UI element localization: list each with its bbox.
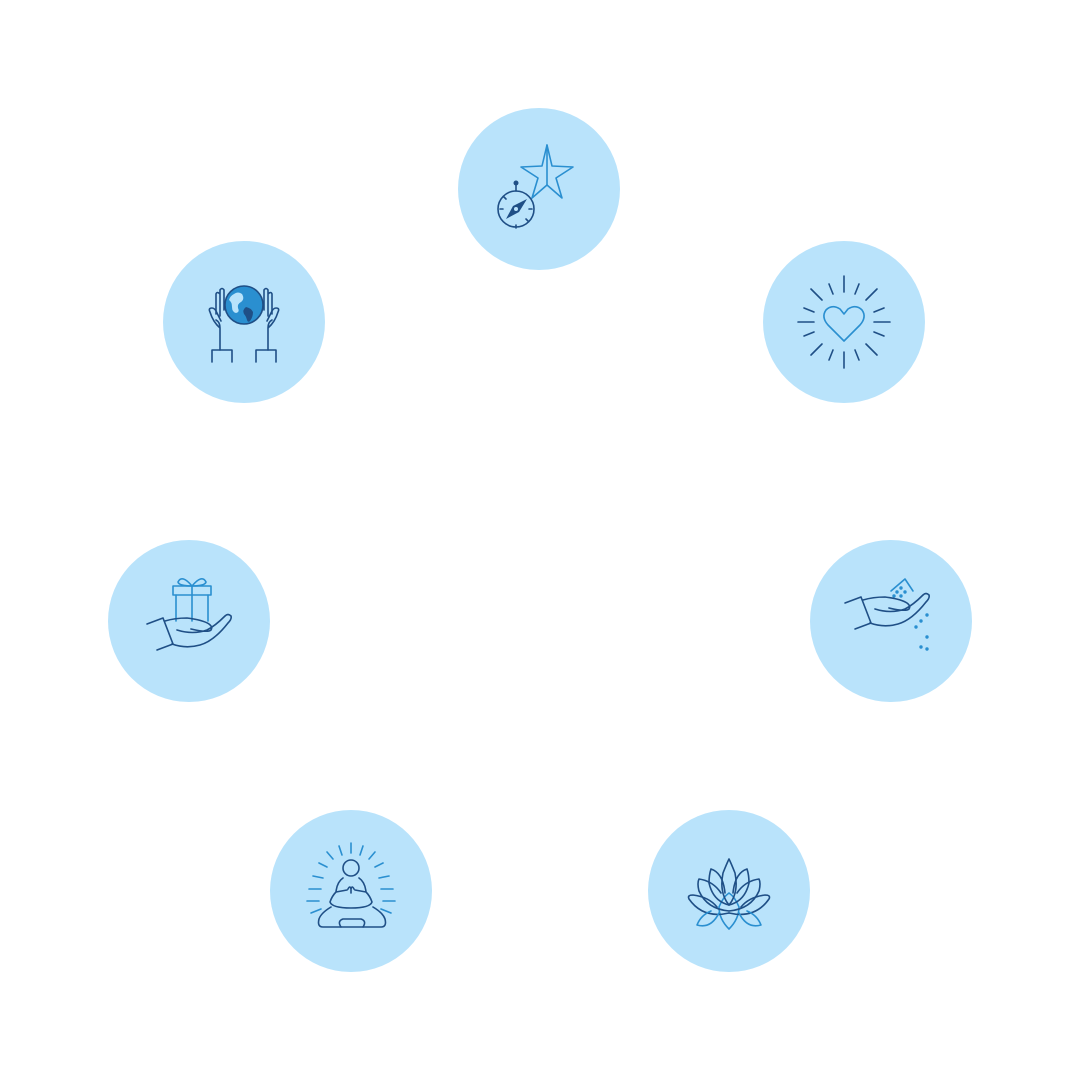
meditation-bubble <box>270 810 432 972</box>
hand-sowing-seeds-icon <box>844 578 930 651</box>
compass-star-bubble <box>458 108 620 270</box>
hand-gift-bubble <box>108 540 270 702</box>
hand-with-gift-icon <box>146 578 232 651</box>
lotus-bubble <box>648 810 810 972</box>
compass-star-icon <box>497 144 574 229</box>
lotus-flower-icon <box>687 858 771 930</box>
meditating-person-icon <box>306 842 396 928</box>
radiant-heart-icon <box>797 275 891 369</box>
hand-seeds-bubble <box>810 540 972 702</box>
hands-globe-bubble <box>163 241 325 403</box>
radiant-heart-bubble <box>763 241 925 403</box>
hands-holding-globe-icon <box>208 285 280 363</box>
